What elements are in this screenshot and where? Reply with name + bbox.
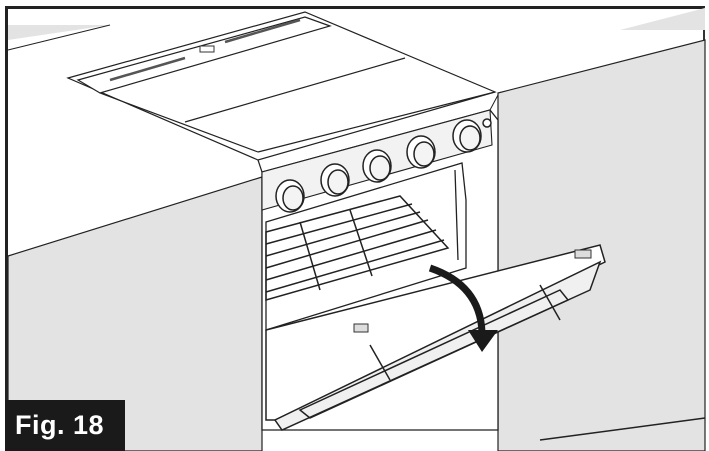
figure-label: Fig. 18	[5, 400, 125, 451]
knob-2-icon	[320, 163, 350, 197]
knob-1-icon	[275, 179, 305, 213]
oven-door	[265, 244, 606, 431]
indicator-light-icon	[482, 118, 492, 128]
curved-arrow-down-icon	[428, 264, 498, 352]
oven-rack	[265, 195, 450, 301]
right-cabinet	[497, 8, 706, 451]
control-knobs	[275, 118, 492, 213]
oven-cavity	[265, 162, 467, 331]
knob-5-icon	[452, 119, 482, 153]
left-cabinet	[7, 25, 263, 451]
knob-4-icon	[406, 135, 436, 169]
cooktop-cover	[66, 11, 497, 173]
knob-3-icon	[362, 149, 392, 183]
